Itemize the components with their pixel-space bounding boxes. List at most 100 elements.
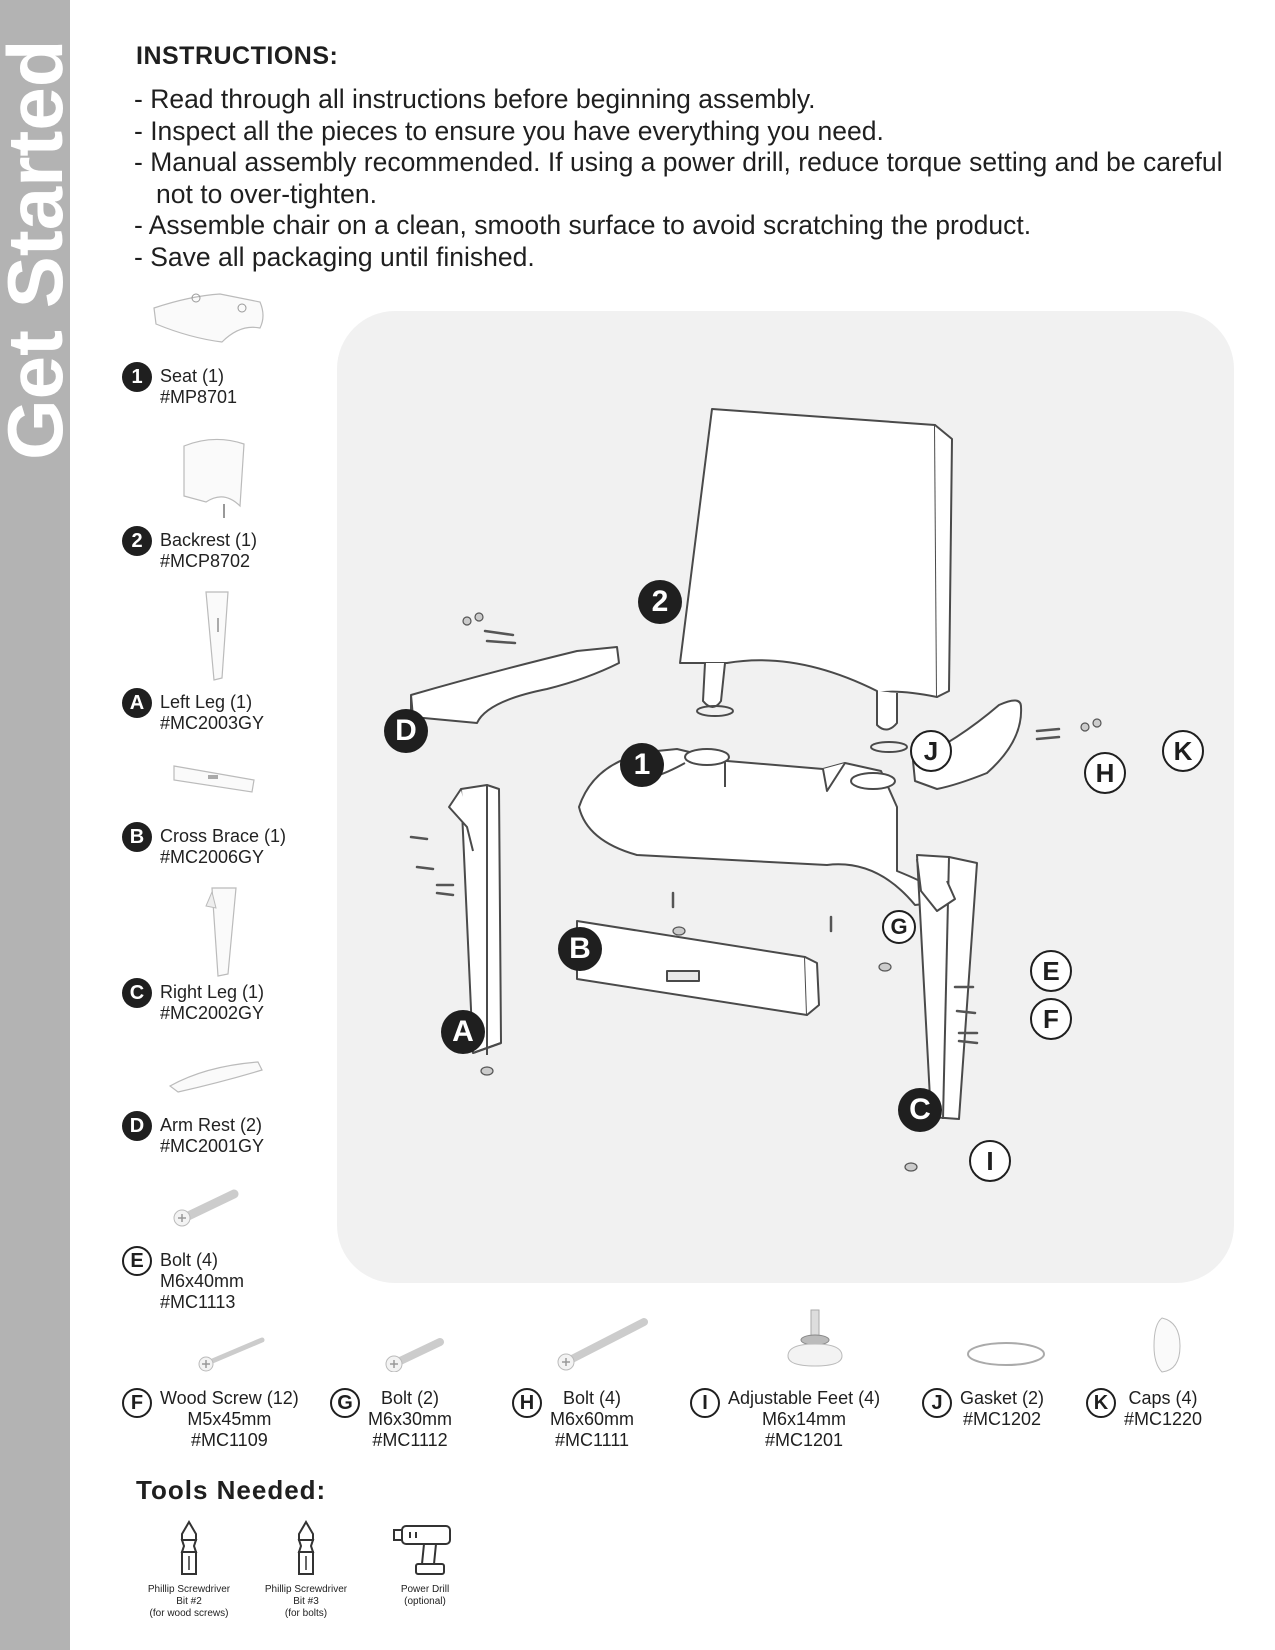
part-code: #MP8701 [160,387,238,407]
bolt-g-thumbnail [385,1338,444,1372]
part-left-leg: A Left Leg (1)#MC2003GY [122,688,265,734]
exploded-chair-diagram [409,408,1102,1172]
part-code: #MC1220 [1124,1409,1203,1429]
callout-bolt-e: E [1030,950,1072,992]
bolt-h-thumbnail [557,1318,648,1371]
part-marker: F [122,1388,152,1418]
part-gasket: J Gasket (2)#MC1202 [922,1388,1044,1430]
left-leg-thumbnail [205,591,229,681]
part-code: #MC1112 [372,1430,448,1450]
part-seat: 1 Seat (1)#MP8701 [122,362,238,408]
tool-label-line2: (optional) [404,1596,446,1607]
tools-title: Tools Needed: [136,1475,327,1505]
part-name: Bolt (2) [380,1388,440,1408]
part-marker: D [122,1111,152,1141]
tool-label-line1: Phillip Screwdriver [147,1584,231,1595]
screwdriver-bit-icon [297,1520,315,1575]
part-marker: J [922,1388,952,1418]
callout-wood-screw: F [1030,998,1072,1040]
bolt-e-thumbnail [173,1189,239,1227]
part-arm-rest: D Arm Rest (2)#MC2001GY [122,1111,265,1157]
part-code: #MC1111 [554,1430,630,1450]
part-name: Bolt (4) [160,1250,219,1270]
instruction-item: Manual assembly recommended. If using a … [134,147,1234,210]
part-marker: E [122,1246,152,1276]
part-code: #MC2003GY [160,713,265,733]
tool-label-line2: Bit #3 [293,1596,319,1607]
part-code: #MC1201 [765,1430,844,1450]
screwdriver-bit-icon [180,1520,198,1575]
callout-bolt-h: H [1084,752,1126,794]
part-marker: C [122,978,152,1008]
cross-brace-thumbnail [173,765,255,793]
part-name: Bolt (4) [562,1388,622,1408]
callout-cross-brace: B [558,927,602,971]
tool-label-line1: Power Drill [400,1584,450,1595]
side-tab [0,0,70,1650]
part-name: Right Leg (1) [160,982,265,1002]
gasket-thumbnail [967,1342,1045,1366]
part-name: Wood Screw (12) [160,1388,299,1408]
part-adjustable-feet: I Adjustable Feet (4)M6x14mm#MC1201 [690,1388,880,1451]
part-marker: 1 [122,362,152,392]
part-caps: K Caps (4)#MC1220 [1086,1388,1202,1430]
part-name: Arm Rest (2) [160,1115,263,1135]
right-leg-thumbnail [205,887,237,977]
tool-label-line3: (for wood screws) [149,1608,229,1619]
caps-thumbnail [1153,1317,1181,1373]
side-title: Get Started [0,39,79,460]
adjustable-feet-thumbnail [787,1309,843,1367]
instruction-item: Save all packaging until finished. [134,242,1234,274]
part-right-leg: C Right Leg (1)#MC2002GY [122,978,265,1024]
part-marker: G [330,1388,360,1418]
instructions-list: Read through all instructions before beg… [134,84,1234,273]
part-marker: H [512,1388,542,1418]
part-name: Caps (4) [1128,1388,1198,1408]
part-marker: 2 [122,526,152,556]
part-spec: M6x30mm [368,1409,453,1429]
instructions-title: INSTRUCTIONS: [136,42,339,70]
tool-power-drill: Power Drill (optional) [370,1520,480,1608]
callout-backrest: 2 [638,580,682,624]
part-code: #MC1202 [962,1409,1042,1429]
part-spec: M6x40mm [160,1271,245,1291]
callout-left-leg: A [441,1010,485,1054]
part-backrest: 2 Backrest (1)#MCP8702 [122,526,257,572]
part-spec: M6x14mm [762,1409,847,1429]
wood-screw-thumbnail [198,1337,265,1372]
part-name: Left Leg (1) [160,692,253,712]
callout-gasket: J [910,730,952,772]
callout-bolt-g: G [882,910,916,944]
callout-adjustable-feet: I [969,1140,1011,1182]
part-name: Seat (1) [160,366,225,386]
callout-arm-rest: D [384,709,428,753]
part-code: #MC1109 [191,1430,268,1450]
tool-label-line3: (for bolts) [284,1608,328,1619]
instruction-item: Inspect all the pieces to ensure you hav… [134,116,1234,148]
part-wood-screw: F Wood Screw (12)M5x45mm#MC1109 [122,1388,299,1451]
seat-thumbnail [153,293,264,343]
callout-seat: 1 [620,743,664,787]
part-bolt-h: H Bolt (4)M6x60mm#MC1111 [512,1388,634,1451]
tool-label-line1: Phillip Screwdriver [264,1584,348,1595]
callout-caps: K [1162,730,1204,772]
part-name: Adjustable Feet (4) [728,1388,881,1408]
part-marker: I [690,1388,720,1418]
backrest-thumbnail [183,438,245,518]
part-marker: B [122,822,152,852]
instruction-item: Read through all instructions before beg… [134,84,1234,116]
part-cross-brace: B Cross Brace (1)#MC2006GY [122,822,287,868]
part-bolt-e: E Bolt (4)M6x40mm#MC1113 [122,1246,245,1313]
part-name: Cross Brace (1) [160,826,287,846]
part-code: #MC2006GY [160,847,265,867]
part-marker: A [122,688,152,718]
part-code: #MCP8702 [160,551,251,571]
part-code: #MC2002GY [160,1003,265,1023]
power-drill-icon [393,1525,451,1575]
arm-rest-thumbnail [168,1061,263,1093]
instruction-item: Assemble chair on a clean, smooth surfac… [134,210,1234,242]
part-spec: M5x45mm [187,1409,272,1429]
part-spec: M6x60mm [550,1409,635,1429]
part-code: #MC1113 [160,1292,236,1312]
part-code: #MC2001GY [160,1136,265,1156]
